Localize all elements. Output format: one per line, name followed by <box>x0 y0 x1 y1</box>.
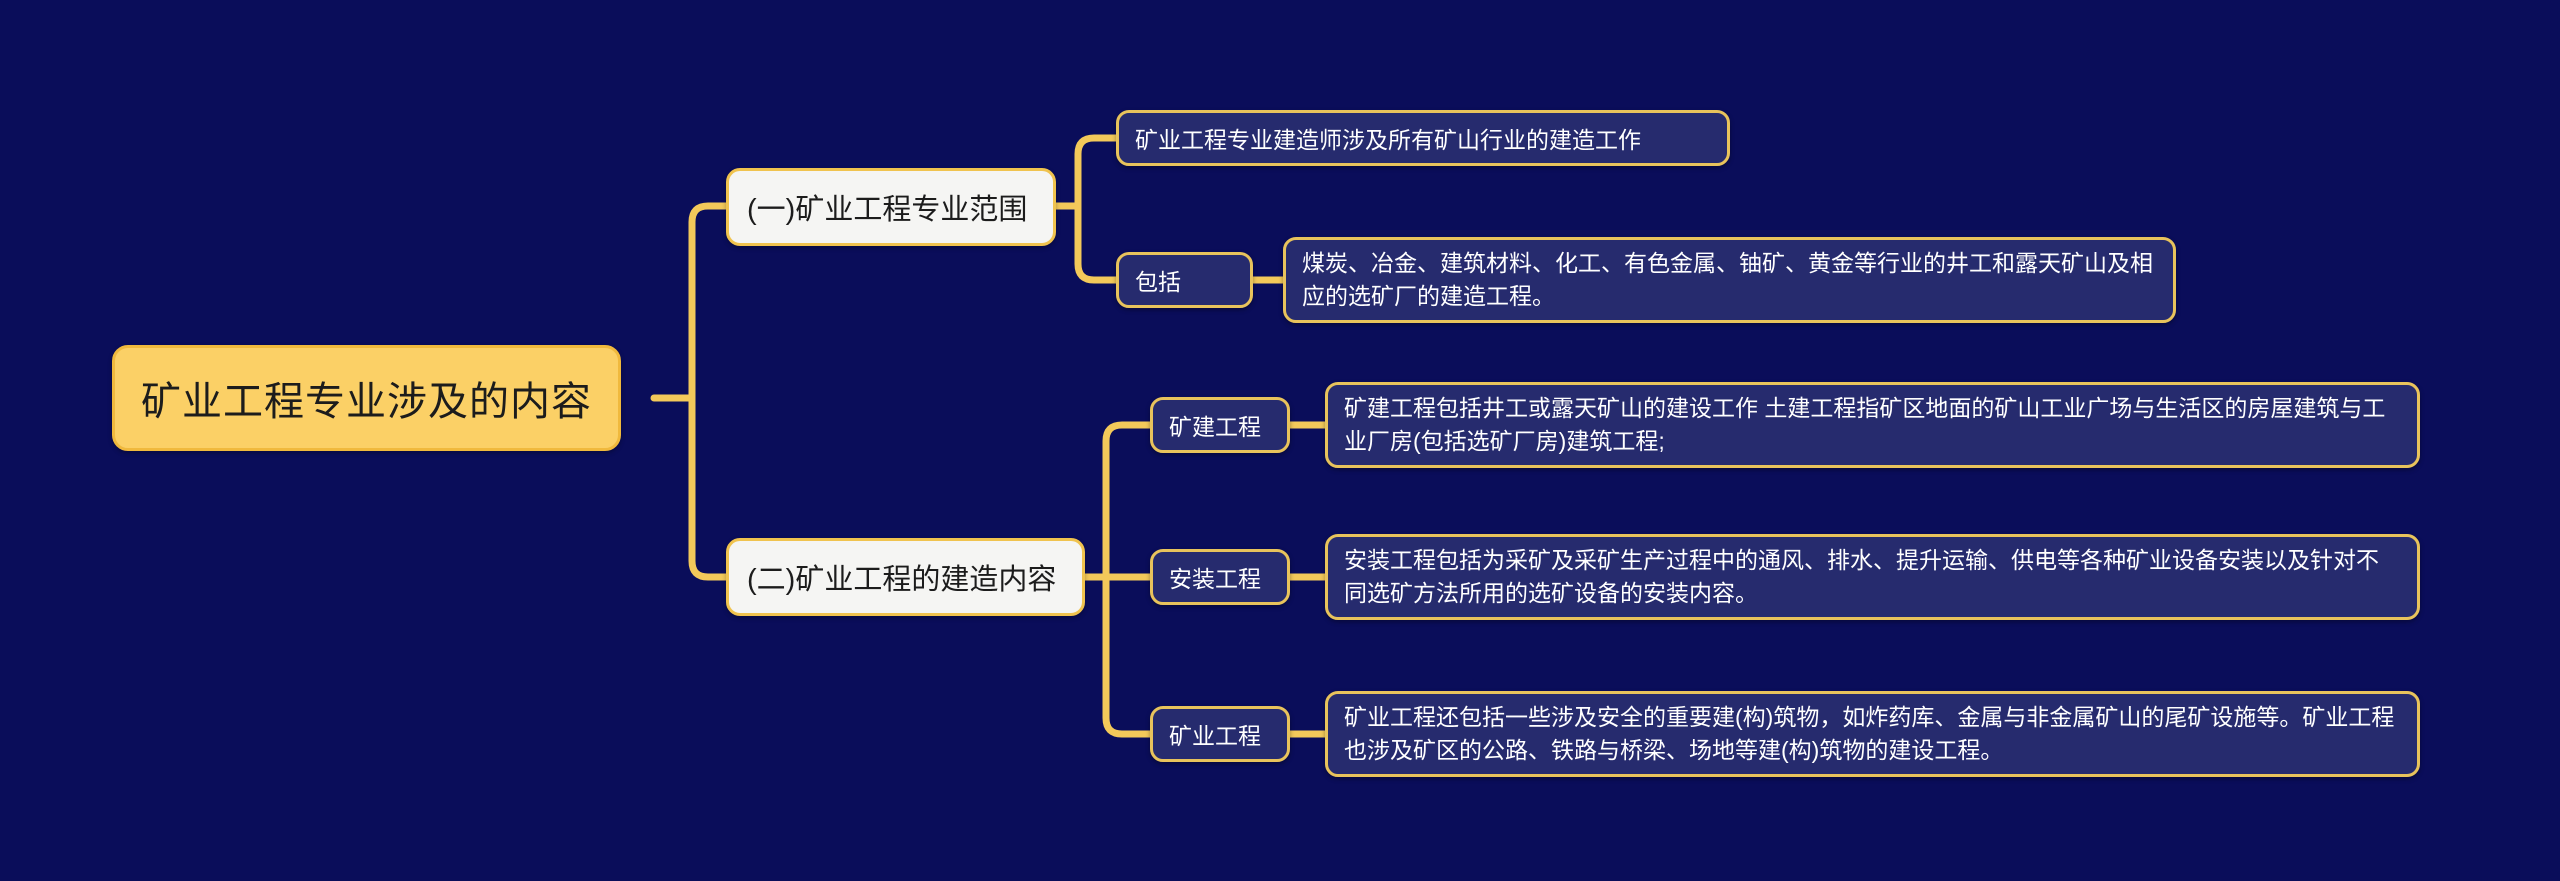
leaf-node-mining-engineering-detail-label: 矿业工程还包括一些涉及安全的重要建(构)筑物，如炸药库、金属与非金属矿山的尾矿设… <box>1344 704 2395 763</box>
branch-node-1[interactable]: (一)矿业工程专业范围 <box>726 168 1056 246</box>
leaf-node-mining-engineering-label: 矿业工程 <box>1169 723 1261 749</box>
wire-branch2-to-child3 <box>1102 573 1154 738</box>
root-node[interactable]: 矿业工程专业涉及的内容 <box>112 345 621 451</box>
wire-branch1-to-child2 <box>1074 202 1120 284</box>
leaf-node-scope-statement[interactable]: 矿业工程专业建造师涉及所有矿山行业的建造工作 <box>1116 110 1730 166</box>
leaf-node-mine-construction-detail-label: 矿建工程包括井工或露天矿山的建设工作 土建工程指矿区地面的矿山工业广场与生活区的… <box>1344 395 2386 454</box>
leaf-node-scope-statement-label: 矿业工程专业建造师涉及所有矿山行业的建造工作 <box>1135 127 1641 153</box>
leaf-node-installation-detail[interactable]: 安装工程包括为采矿及采矿生产过程中的通风、排水、提升运输、供电等各种矿业设备安装… <box>1325 534 2420 620</box>
leaf-node-includes[interactable]: 包括 <box>1116 252 1253 308</box>
leaf-node-mining-engineering[interactable]: 矿业工程 <box>1150 706 1290 762</box>
wire-root-to-branch2 <box>688 394 730 581</box>
leaf-node-mine-construction-label: 矿建工程 <box>1169 414 1261 440</box>
leaf-node-installation-detail-label: 安装工程包括为采矿及采矿生产过程中的通风、排水、提升运输、供电等各种矿业设备安装… <box>1344 547 2379 606</box>
leaf-node-includes-label: 包括 <box>1135 269 1181 295</box>
root-node-label: 矿业工程专业涉及的内容 <box>141 380 592 424</box>
wire-branch1-to-child1 <box>1074 134 1120 210</box>
branch-node-2[interactable]: (二)矿业工程的建造内容 <box>726 538 1085 616</box>
branch-node-2-label: (二)矿业工程的建造内容 <box>747 564 1057 596</box>
leaf-node-mine-construction-detail[interactable]: 矿建工程包括井工或露天矿山的建设工作 土建工程指矿区地面的矿山工业广场与生活区的… <box>1325 382 2420 468</box>
leaf-node-installation[interactable]: 安装工程 <box>1150 549 1290 605</box>
wire-branch2-to-child1 <box>1102 421 1154 581</box>
leaf-node-includes-detail-label: 煤炭、冶金、建筑材料、化工、有色金属、铀矿、黄金等行业的井工和露天矿山及相应的选… <box>1302 250 2153 309</box>
leaf-node-mining-engineering-detail[interactable]: 矿业工程还包括一些涉及安全的重要建(构)筑物，如炸药库、金属与非金属矿山的尾矿设… <box>1325 691 2420 777</box>
leaf-node-installation-label: 安装工程 <box>1169 566 1261 592</box>
branch-node-1-label: (一)矿业工程专业范围 <box>747 194 1028 226</box>
leaf-node-includes-detail[interactable]: 煤炭、冶金、建筑材料、化工、有色金属、铀矿、黄金等行业的井工和露天矿山及相应的选… <box>1283 237 2176 323</box>
wire-root-to-branch1 <box>688 202 730 402</box>
leaf-node-mine-construction[interactable]: 矿建工程 <box>1150 397 1290 453</box>
